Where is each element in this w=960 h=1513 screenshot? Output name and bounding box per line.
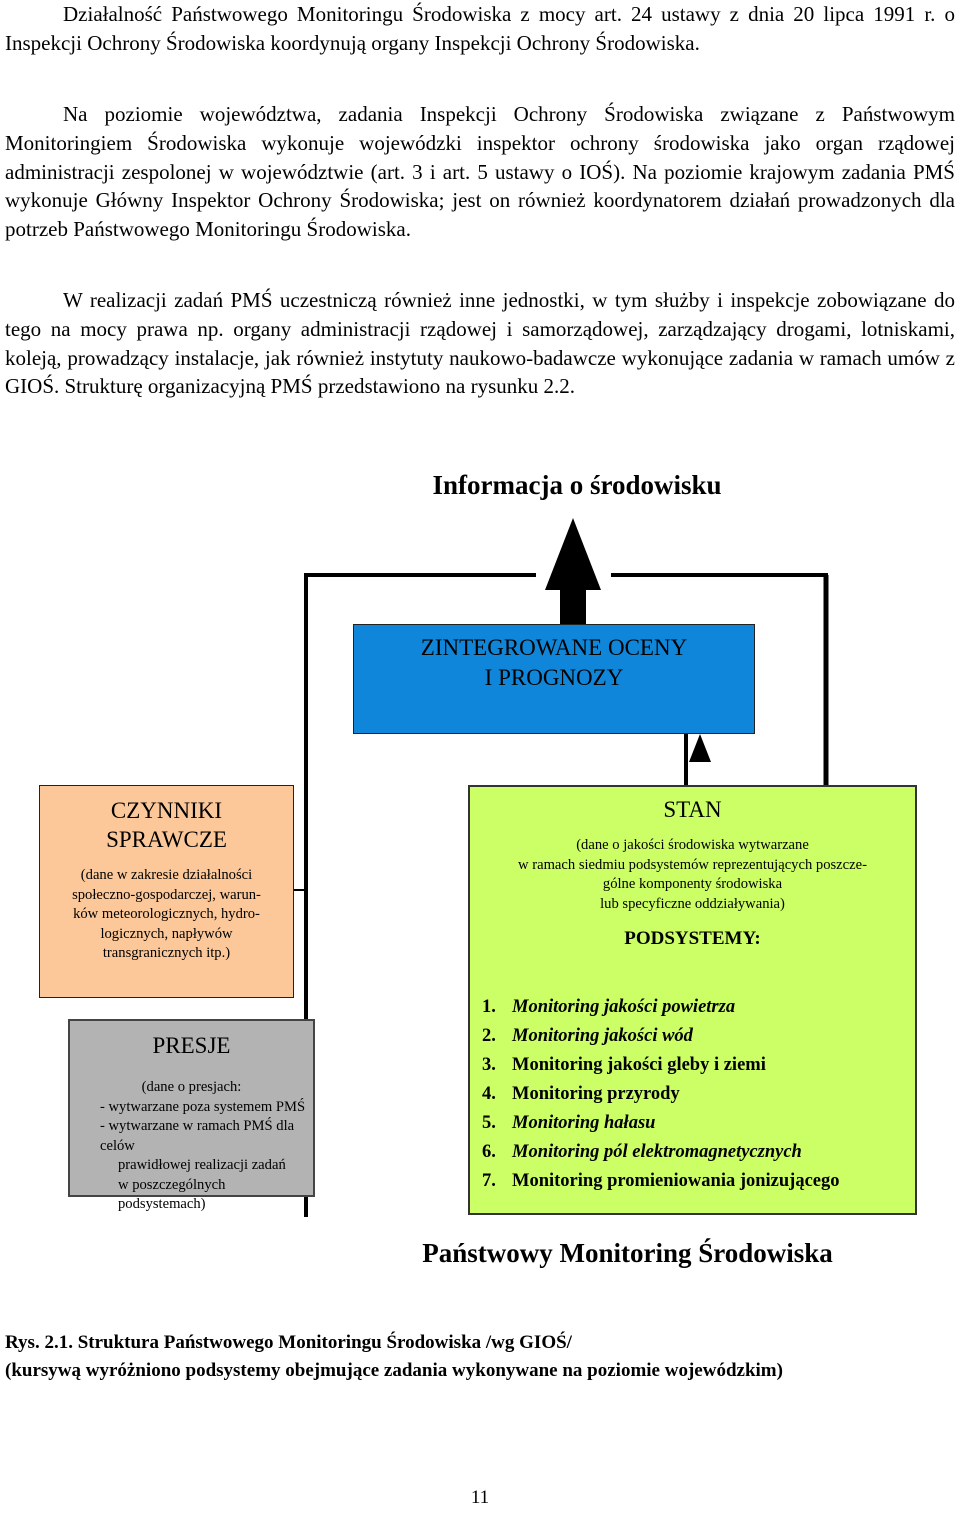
state-desc-line: lub specyficzne oddziaływania) [600,895,785,912]
subsystem-item: 5.Monitoring hałasu [482,1113,656,1133]
state-desc-line: w ramach siedmiu podsystemów reprezentuj… [518,856,867,873]
pressures-intro: (dane o presjach: [141,1079,242,1095]
paragraph-3: W realizacji zadań PMŚ uczestniczą równi… [5,288,955,399]
frame-left-top-line [304,573,536,1217]
pressures-box: PRESJE (dane o presjach: - wytwarzane po… [68,1019,315,1212]
up-arrow-icon [689,734,711,762]
subsystems-list: 1.Monitoring jakości powietrza 2.Monitor… [482,993,840,1196]
integrated-line1: ZINTEGROWANE OCENY [420,635,688,660]
state-desc-line: (dane o jakości środowiska wytwarzane [576,837,809,853]
subsystems-label: PODSYSTEMY: [624,928,761,949]
drivers-desc-line: (dane w zakresie działalności [80,867,253,883]
pressures-bullet-cont: prawidłowej realizacji zadań [118,1157,286,1173]
drivers-desc-line: ków meteorologicznych, hydro- [73,906,260,922]
paragraph-1: Działalność Państwowego Monitoringu Środ… [5,2,955,55]
state-description: (dane o jakości środowiska wytwarzane w … [470,836,915,914]
drivers-desc-line: społeczno-gospodarczej, warun- [72,886,261,903]
drivers-desc-line: transgranicznych itp.) [102,945,231,961]
figure-caption-line1: Rys. 2.1. Struktura Państwowego Monitori… [5,1332,572,1353]
subsystem-item: 2.Monitoring jakości wód [482,1026,693,1046]
pressures-bullet: - wytwarzane w ramach PMŚ dla celów [100,1118,295,1154]
drivers-line1: CZYNNIKI [110,798,223,823]
big-up-arrow-icon [545,518,601,624]
pressures-bullets: - wytwarzane poza systemem PMŚ - wytwarz… [70,1098,313,1215]
diagram-bottom-title: Państwowy Monitoring Środowiska [422,1238,833,1268]
page-number: 11 [470,1487,490,1508]
pressures-bullet-cont: w poszczególnych podsystemach) [118,1176,226,1213]
pressures-bullet: - wytwarzane poza systemem PMŚ [100,1098,306,1115]
drivers-line2: SPRAWCZE [106,827,227,852]
state-box: STAN (dane o jakości środowiska wytwarza… [468,785,917,1215]
subsystem-item: 7.Monitoring promieniowania jonizującego [482,1171,840,1191]
figure-caption-line2: (kursywą wyróżniono podsystemy obejmując… [5,1360,783,1381]
integrated-line2: I PROGNOZY [484,665,624,690]
state-title: STAN [663,797,722,822]
subsystem-item: 3.Monitoring jakości gleby i ziemi [482,1055,766,1075]
paragraph-2: Na poziomie województwa, zadania Inspekc… [5,102,955,242]
subsystem-item: 4.Monitoring przyrody [482,1084,680,1104]
drivers-desc-line: logicznych, napływów [100,925,233,942]
state-desc-line: gólne komponenty środowiska [602,876,783,892]
integrated-assessments-box: ZINTEGROWANE OCENY I PROGNOZY [353,624,755,734]
subsystem-item: 1.Monitoring jakości powietrza [482,997,736,1017]
subsystem-item: 6.Monitoring pól elektromagnetycznych [482,1142,802,1162]
driving-factors-box: CZYNNIKI SPRAWCZE (dane w zakresie dział… [39,785,294,998]
pressures-title: PRESJE [152,1033,231,1058]
drivers-description: (dane w zakresie działalności społeczno-… [40,866,293,964]
diagram-title: Informacja o środowisku [432,470,722,500]
